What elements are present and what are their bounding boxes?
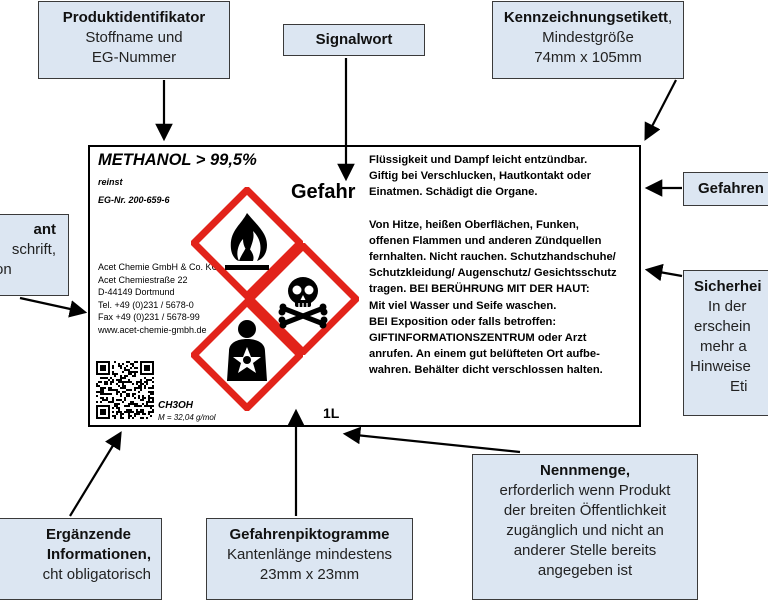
callout-line: schrift, bbox=[11, 241, 56, 258]
health-hazard-icon bbox=[191, 299, 303, 411]
supplier-address: Acet Chemie GmbH & Co. KG Acet Chemiestr… bbox=[98, 261, 219, 336]
callout-line: erforderlich wenn Produkt bbox=[499, 482, 671, 499]
skull-crossbones-icon bbox=[247, 243, 359, 355]
arrow-nennmenge bbox=[342, 426, 521, 454]
callout-title: Gefahren bbox=[698, 180, 764, 197]
callout-line: Kantenlänge mindestens bbox=[226, 546, 393, 563]
hazard-statement: Einatmen. Schädigt die Organe. bbox=[369, 186, 538, 199]
callout-title: Ergänzende bbox=[45, 526, 131, 543]
callout-title: Signalwort bbox=[315, 31, 393, 48]
callout-line: EG-Nummer bbox=[91, 49, 177, 66]
precautionary-statement: BEI Exposition oder falls betroffen: bbox=[369, 315, 557, 328]
flame-icon bbox=[191, 187, 303, 299]
callout-signalwort: Signalwort bbox=[283, 24, 425, 56]
signal-word: Gefahr bbox=[291, 181, 356, 203]
callout-line: erschein bbox=[694, 318, 751, 335]
callout-title: Gefahrenpiktogramme bbox=[229, 526, 390, 543]
supplier-line: Acet Chemie GmbH & Co. KG bbox=[98, 262, 219, 272]
supplier-line: Tel. +49 (0)231 / 5678-0 bbox=[98, 299, 194, 310]
product-grade: reinst bbox=[98, 177, 123, 187]
callout-title: Sicherhei bbox=[694, 278, 762, 295]
arrow-kennzeichnungsetikett bbox=[644, 79, 677, 141]
arrow-lieferant bbox=[19, 296, 88, 318]
callout-line: anderer Stelle bereits bbox=[513, 542, 657, 559]
precautionary-statement: wahren. Behälter dicht verschlossen halt… bbox=[369, 364, 603, 377]
precautionary-statement: GIFTINFORMATIONSZENTRUM oder Arzt bbox=[369, 332, 587, 345]
callout-line: Stoffname und bbox=[85, 29, 183, 46]
callout-gefahrenhinweise: Gefahren bbox=[683, 172, 768, 206]
callout-line: zugänglich und nicht an bbox=[506, 522, 664, 539]
hazard-statement: Giftig bei Verschlucken, Hautkontakt ode… bbox=[369, 170, 591, 183]
callout-title: Informationen, bbox=[46, 546, 151, 563]
callout-line: cht obligatorisch bbox=[42, 566, 151, 583]
hazard-statement: Flüssigkeit und Dampf leicht entzündbar. bbox=[369, 154, 588, 166]
callout-sicherheitshinweise: Sicherhei In der erschein mehr a Hinweis… bbox=[683, 270, 768, 416]
callout-line: Eti bbox=[730, 378, 748, 395]
arrow-sicherheitshinweise bbox=[644, 263, 683, 282]
callout-gefahrenpiktogramme: Gefahrenpiktogramme Kantenlänge mindeste… bbox=[206, 518, 413, 600]
callout-kennzeichnungsetikett: Kennzeichnungsetikett, Mindestgröße 74mm… bbox=[492, 1, 684, 79]
precautionary-statement: Mit viel Wasser und Seife waschen. bbox=[369, 299, 557, 312]
supplier-line: Fax +49 (0)231 / 5678-99 bbox=[98, 312, 200, 322]
callout-title: Produktidentifikator bbox=[62, 9, 206, 26]
callout-lieferant: ant schrift, on bbox=[0, 214, 69, 296]
precautionary-statement: tragen. BEI BERÜHRUNG MIT DER HAUT: bbox=[369, 283, 590, 296]
arrow-ergaenzende bbox=[69, 431, 122, 517]
callout-line: Mindestgröße bbox=[542, 29, 634, 46]
callout-line: 23mm x 23mm bbox=[259, 566, 360, 583]
callout-produktidentifikator: Produktidentifikator Stoffname und EG-Nu… bbox=[38, 1, 230, 79]
precautionary-statement: fernhalten. Nicht rauchen. Schutzhandsch… bbox=[369, 251, 616, 264]
callout-line: der breiten Öffentlichkeit bbox=[503, 502, 667, 519]
precautionary-statement: anrufen. An einem gut belüfteten Ort auf… bbox=[369, 348, 600, 361]
callout-title: ant bbox=[33, 221, 57, 238]
callout-line: angegeben ist bbox=[537, 562, 633, 579]
callout-line: Hinweise bbox=[690, 358, 751, 375]
nominal-quantity: 1L bbox=[323, 405, 340, 421]
callout-line: 74mm x 105mm bbox=[534, 49, 642, 66]
ec-number: EG-Nr. 200-659-6 bbox=[98, 195, 170, 205]
molar-mass: M = 32,04 g/mol bbox=[158, 413, 216, 422]
callout-line: on bbox=[0, 261, 12, 278]
callout-line: In der bbox=[708, 298, 747, 315]
product-name: METHANOL > 99,5% bbox=[98, 151, 257, 169]
label-statements: Flüssigkeit und Dampf leicht entzündbar.… bbox=[369, 152, 639, 379]
callout-ergaenzende-informationen: Ergänzende Informationen, cht obligatori… bbox=[0, 518, 162, 600]
qr-code-icon bbox=[96, 361, 154, 419]
supplier-line: D-44149 Dortmund bbox=[98, 287, 175, 297]
hazard-label: METHANOL > 99,5% reinst EG-Nr. 200-659-6… bbox=[88, 145, 641, 427]
callout-line: mehr a bbox=[700, 338, 747, 355]
callout-title: Nennmenge, bbox=[539, 462, 630, 479]
precautionary-statement: Schutzkleidung/ Augenschutz/ Gesichtssch… bbox=[369, 267, 617, 280]
chemical-formula: CH3OH bbox=[158, 400, 194, 411]
callout-title: Kennzeichnungsetikett, bbox=[503, 9, 673, 26]
precautionary-statement: offenen Flammen und anderen Zündquellen bbox=[369, 234, 602, 247]
precautionary-statement: Von Hitze, heißen Oberflächen, Funken, bbox=[369, 218, 579, 231]
supplier-line: Acet Chemiestraße 22 bbox=[98, 274, 188, 285]
supplier-line: www.acet-chemie-gmbh.de bbox=[98, 324, 207, 335]
